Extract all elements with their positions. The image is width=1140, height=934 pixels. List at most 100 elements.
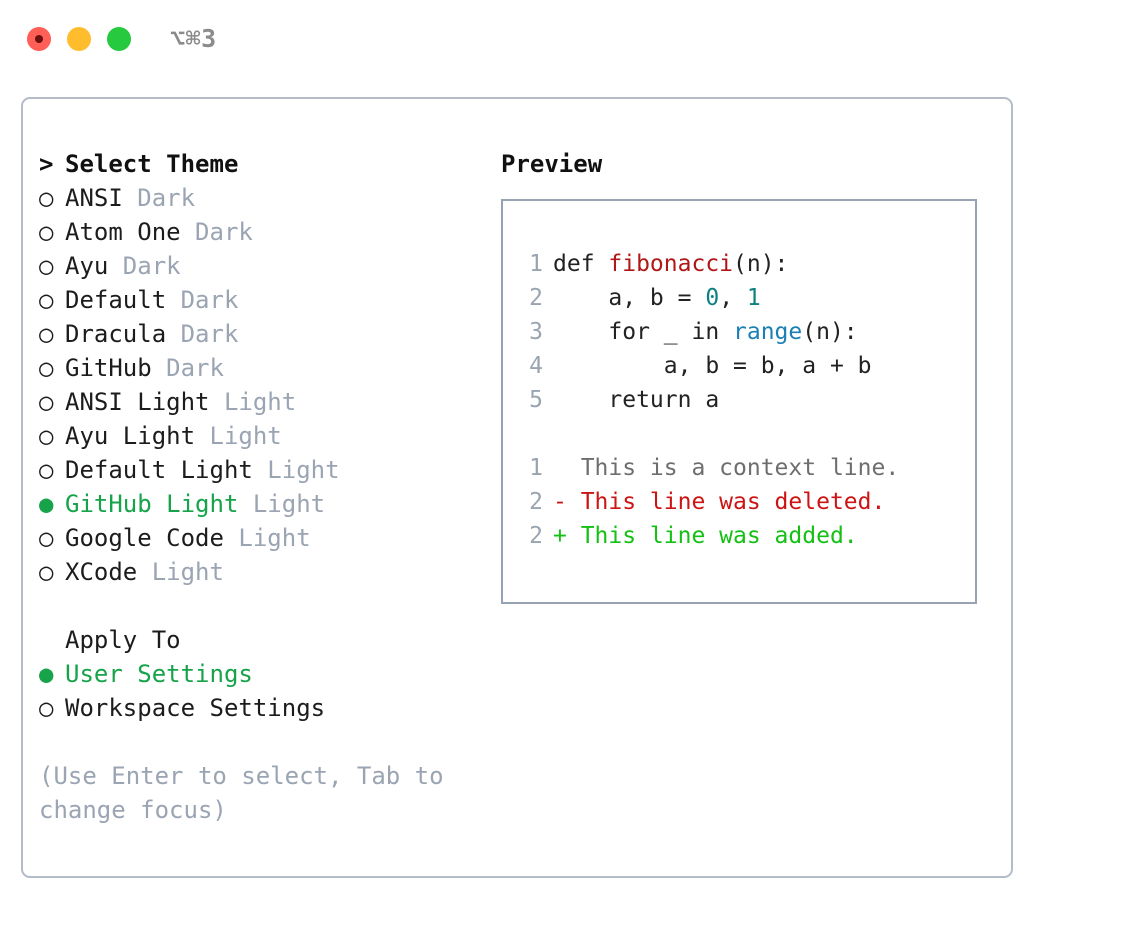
apply-to-option-label: Workspace Settings (65, 694, 326, 722)
theme-name: ANSI (65, 184, 123, 212)
diff-line: 2+ This line was added. (517, 519, 975, 553)
theme-list-item[interactable]: ○ XCode Light (39, 555, 479, 589)
code-token: for _ in (553, 319, 734, 345)
line-number: 2 (529, 285, 543, 311)
radio-unselected-icon: ○ (39, 388, 54, 416)
code-line: 3 for _ in range(n): (517, 315, 975, 349)
diff-line: 2 - This line was deleted. (517, 485, 975, 519)
theme-category-badge: Dark (151, 354, 224, 382)
radio-unselected-icon: ○ (39, 320, 54, 348)
code-token: a, b = (553, 285, 706, 311)
radio-unselected-icon: ○ (39, 558, 54, 586)
theme-selection-column: >Select Theme ○ANSI Dark○Atom One Dark○A… (39, 147, 479, 827)
theme-list-item[interactable]: ○ ANSI Dark (39, 181, 479, 215)
theme-name: Default Light (65, 456, 253, 484)
radio-unselected-icon: ○ (39, 286, 54, 314)
radio-unselected-icon: ○ (39, 218, 54, 246)
theme-list-item[interactable]: ○ Atom One Dark (39, 215, 479, 249)
theme-category-badge: Light (137, 558, 224, 586)
radio-selected-icon: ● (39, 490, 54, 518)
theme-name: Ayu (65, 252, 109, 280)
theme-name: Google Code (65, 524, 224, 552)
code-token: fibonacci (608, 251, 734, 277)
apply-to-option[interactable]: ○ Workspace Settings (39, 691, 479, 725)
theme-category-badge: Light (223, 524, 311, 552)
code-line: 4 a, b = b, a + b (517, 349, 975, 383)
theme-name: Dracula (65, 320, 167, 348)
theme-category-badge: Dark (108, 252, 181, 280)
line-number: 1 (529, 251, 543, 277)
theme-list-heading: > Select Theme (39, 147, 479, 181)
theme-name: Ayu Light (65, 422, 196, 450)
code-line: 1 def fibonacci(n): (517, 247, 975, 281)
theme-list-item[interactable]: ○ Google Code Light (39, 521, 479, 555)
theme-list-item[interactable]: ○ Default Light Light (39, 453, 479, 487)
theme-list-item[interactable]: ○ GitHub Dark (39, 351, 479, 385)
theme-list: ○ ANSI Dark ○ Atom One Dark ○ Ayu Dark ○ Defaul… (39, 181, 479, 589)
theme-category-badge: Dark (166, 286, 239, 314)
theme-list-item[interactable]: ○ Ayu Dark (39, 249, 479, 283)
code-token: (n): (733, 251, 789, 277)
maximize-window-button[interactable] (107, 27, 131, 51)
apply-to-option-label: User Settings (65, 660, 253, 688)
diff-line-text: This is a context line. (553, 455, 900, 481)
prompt-caret-icon: > (39, 150, 54, 178)
code-token: a, b = b, a + b (553, 353, 872, 379)
theme-name: GitHub (65, 354, 152, 382)
theme-list-item[interactable]: ● GitHub Light Light (39, 487, 479, 521)
diff-line-text: - This line was deleted. (553, 489, 886, 515)
keyboard-shortcut-label: ⌥⌘3 (170, 24, 217, 53)
code-line: 5 return a (517, 383, 975, 417)
theme-category-badge: Dark (180, 218, 253, 246)
radio-unselected-icon: ○ (39, 456, 54, 484)
line-number: 2 (529, 489, 543, 515)
radio-unselected-icon: ○ (39, 694, 54, 722)
code-token: 0 (705, 285, 720, 311)
close-icon (35, 35, 43, 43)
radio-unselected-icon: ○ (39, 354, 54, 382)
theme-name: GitHub Light (65, 490, 239, 518)
theme-category-badge: Light (209, 388, 297, 416)
theme-list-item[interactable]: ○Ayu Light Light (39, 419, 479, 453)
radio-unselected-icon: ○ (39, 184, 54, 212)
diff-sample: 1 This is a context line. 2 - This line wa… (517, 451, 975, 553)
minimize-window-button[interactable] (67, 27, 91, 51)
theme-category-badge: Light (252, 456, 340, 484)
theme-name: XCode (65, 558, 138, 586)
radio-unselected-icon: ○ (39, 252, 54, 280)
theme-name: ANSI Light (65, 388, 210, 416)
theme-name: Default (65, 286, 167, 314)
theme-list-item[interactable]: ○ Default Dark (39, 283, 479, 317)
code-token: (n): (802, 319, 858, 345)
main-panel: >Select Theme ○ANSI Dark○Atom One Dark○A… (21, 97, 1013, 878)
code-token: 1 (746, 285, 761, 311)
theme-category-badge: Dark (122, 184, 196, 212)
line-number: 3 (529, 319, 543, 345)
diff-line: 1 This is a context line. (517, 451, 975, 485)
preview-spacer (517, 417, 975, 451)
line-number: 1 (529, 455, 543, 481)
apply-to-section: Apply To ●User Settings ○ Workspace Settin… (39, 623, 479, 725)
code-token: return a (553, 387, 720, 413)
code-token: def (553, 251, 609, 277)
theme-list-heading-label: Select Theme (65, 150, 239, 178)
apply-to-list: ●User Settings ○ Workspace Settings (39, 657, 479, 725)
line-number: 4 (529, 353, 543, 379)
code-line: 2 a, b = 0, 1 (517, 281, 975, 315)
title-bar: ⌥⌘3 (0, 0, 1140, 78)
theme-category-badge: Dark (166, 320, 239, 348)
apply-to-heading: Apply To (65, 626, 181, 654)
code-token: range (733, 319, 803, 345)
theme-category-badge: Light (238, 490, 326, 518)
theme-name: Atom One (65, 218, 181, 246)
code-token: , (719, 285, 747, 311)
apply-to-option[interactable]: ●User Settings (39, 657, 479, 691)
line-number: 5 (529, 387, 543, 413)
theme-list-item[interactable]: ○ Dracula Dark (39, 317, 479, 351)
theme-list-item[interactable]: ○ ANSI Light Light (39, 385, 479, 419)
radio-unselected-icon: ○ (39, 524, 54, 552)
line-number: 2 (529, 523, 543, 549)
